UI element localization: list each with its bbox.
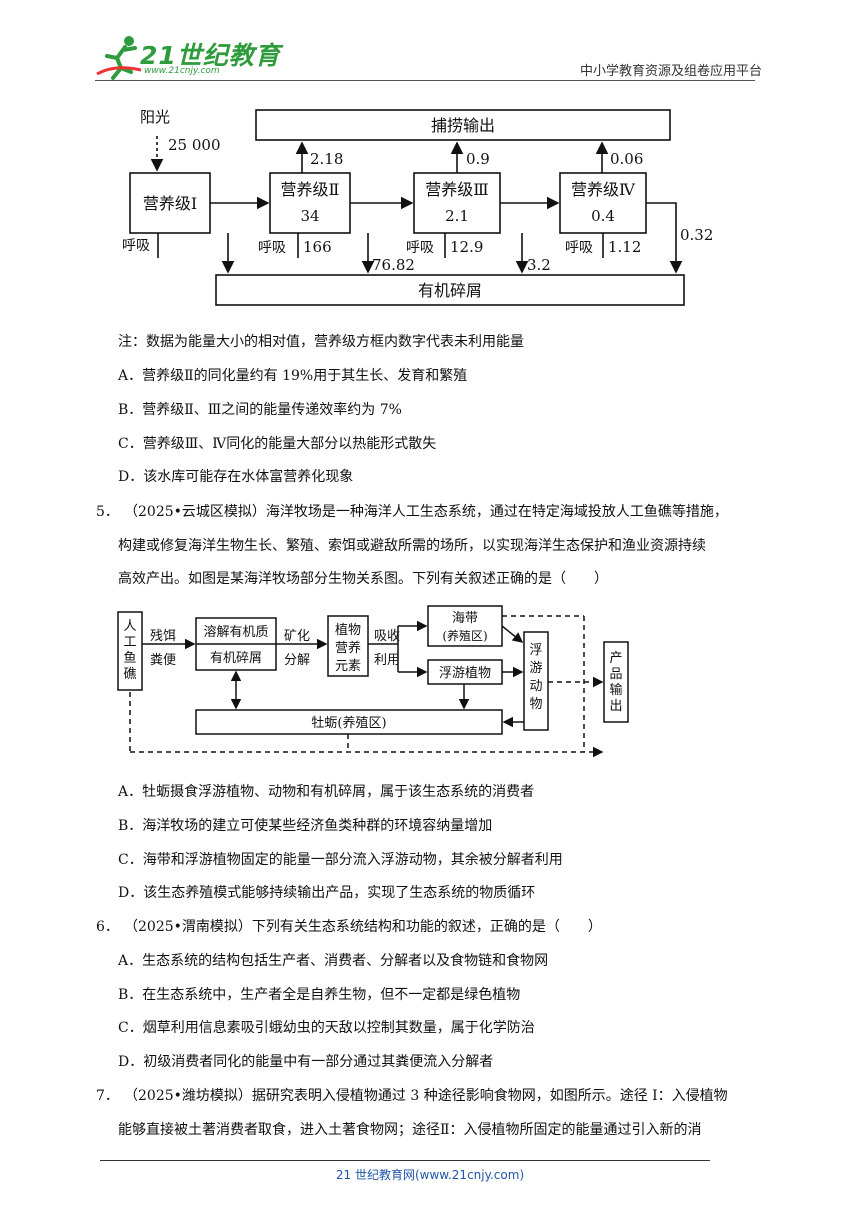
q4-option-c: C．营养级Ⅲ、Ⅳ同化的能量大部分以热能形式散失 <box>118 436 437 452</box>
feces-label: 粪便 <box>150 653 176 668</box>
q7-stem-line1: （2025•潍坊模拟）据研究表明入侵植物通过 3 种途径影响食物网，如图所示。途… <box>124 1088 728 1104</box>
q7-number: 7． <box>96 1088 119 1104</box>
harvest-box <box>255 109 671 141</box>
q6-option-d: D．初级消费者同化的能量中有一部分通过其粪便流入分解者 <box>118 1054 494 1070</box>
q4-option-b: B．营养级Ⅱ、Ⅲ之间的能量传递效率约为 7% <box>118 402 402 418</box>
q6-stem: （2025•渭南模拟）下列有关生态系统结构和功能的叙述，正确的是（ ） <box>124 919 602 935</box>
site-logo <box>95 34 265 80</box>
level-2-value: 34 <box>300 207 319 225</box>
q6-option-a: A．生态系统的结构包括生产者、消费者、分解者以及食物链和食物网 <box>118 953 549 969</box>
reef-label-4: 礁 <box>123 666 136 682</box>
harvest-value-3: 0.9 <box>466 150 490 168</box>
use-label: 利用 <box>374 653 400 668</box>
decompose-label: 分解 <box>284 653 310 668</box>
dissolved-label: 溶解有机质 <box>203 625 268 640</box>
reef-label-1: 人 <box>123 619 136 634</box>
oyster-label: 牡蛎(养殖区) <box>311 715 386 731</box>
oyster-box <box>195 709 503 735</box>
q7-stem-line2: 能够直接被土著消费者取食，进入土著食物网；途径Ⅱ：入侵植物所固定的能量通过引入新… <box>118 1122 702 1138</box>
absorb-label: 吸收 <box>374 629 400 644</box>
footer-text: 21 世纪教育网(www.21cnjy.com) <box>335 1168 525 1182</box>
level-3-name: 营养级Ⅲ <box>425 180 488 199</box>
q4-option-d: D．该水库可能存在水体富营养化现象 <box>118 469 354 485</box>
logo-text: 21世纪教育 <box>140 41 281 70</box>
harvest-value-4: 0.06 <box>610 150 643 168</box>
q5-stem-line3: 高效产出。如图是某海洋牧场部分生物关系图。下列有关叙述正确的是（ ） <box>118 571 608 587</box>
harvest-label: 捕捞输出 <box>431 116 495 135</box>
level-1-name: 营养级Ⅰ <box>143 194 197 213</box>
level-2-respiration-value: 166 <box>303 238 332 256</box>
nutrient-label-2: 营养 <box>335 640 361 656</box>
q5-stem-line2: 构建或修复海洋生物生长、繁殖、索饵或避敌所需的场所，以实现海洋生态保护和渔业资源… <box>118 538 706 554</box>
output-box <box>603 641 629 723</box>
nutrient-label-3: 元素 <box>335 659 361 674</box>
q4-option-a: A．营养级Ⅱ的同化量约有 19%用于其生长、发育和繁殖 <box>118 368 468 384</box>
detritus-label: 有机碎屑 <box>418 281 482 300</box>
output-label-4: 出 <box>609 699 622 714</box>
sunlight-label: 阳光 <box>140 108 170 126</box>
zoo-label-1: 浮 <box>529 643 542 658</box>
level-1-respiration-label: 呼吸 <box>122 238 150 254</box>
logo-url: www.21cnjy.com <box>144 66 220 76</box>
output-label-1: 产 <box>609 651 622 666</box>
q6-number: 6． <box>96 919 119 935</box>
kelp-label: 海带 <box>452 611 478 626</box>
level-2-respiration-label: 呼吸 <box>258 240 286 256</box>
level-4-name: 营养级Ⅳ <box>571 180 636 199</box>
nutrient-box <box>327 615 369 677</box>
footer-divider <box>100 1160 710 1161</box>
q5-stem-line1: （2025•云城区模拟）海洋牧场是一种海洋人工生态系统，通过在特定海域投放人工鱼… <box>124 504 728 520</box>
q5-number: 5． <box>96 504 119 520</box>
level-3-respiration-label: 呼吸 <box>406 240 434 256</box>
energy-flow-diagram: 阳光 25 000 捕捞输出 有机碎屑 营养级Ⅰ 营养级Ⅱ 34 营养级Ⅲ 2.… <box>122 108 713 306</box>
level-4-respiration-label: 呼吸 <box>565 240 593 256</box>
nutrient-label-1: 植物 <box>335 623 361 638</box>
zoo-label-3: 动 <box>529 679 542 694</box>
q5-option-d: D．该生态养殖模式能够持续输出产品，实现了生态系统的物质循环 <box>118 885 536 901</box>
runner-icon <box>96 36 142 80</box>
mineral-label: 矿化 <box>284 629 310 644</box>
level-3-respiration-value: 12.9 <box>450 238 483 256</box>
phyto-label: 浮游植物 <box>439 666 491 681</box>
organic-detritus-label: 有机碎屑 <box>210 651 262 666</box>
output-label-3: 输 <box>609 682 622 698</box>
bait-label: 残饵 <box>150 629 176 644</box>
level-4-value: 0.4 <box>591 207 615 225</box>
diagram-note: 注：数据为能量大小的相对值，营养级方框内数字代表未利用能量 <box>118 334 524 350</box>
zoo-box <box>523 631 549 731</box>
zoo-label-2: 游 <box>529 661 542 676</box>
sunlight-value: 25 000 <box>168 136 221 154</box>
q5-option-b: B．海洋牧场的建立可使某些经济鱼类种群的环境容纳量增加 <box>118 818 493 834</box>
harvest-value-2: 2.18 <box>310 150 343 168</box>
reef-label-2: 工 <box>123 635 136 650</box>
header-divider <box>95 80 755 81</box>
level-3-value: 2.1 <box>445 207 469 225</box>
detritus-box <box>215 274 685 306</box>
level-4-respiration-value: 1.12 <box>608 238 641 256</box>
q6-option-b: B．在生态系统中，生产者全是自养生物，但不一定都是绿色植物 <box>118 987 521 1003</box>
kelp-sub-label: (养殖区) <box>442 628 487 643</box>
detritus-value-2: 76.82 <box>372 256 415 274</box>
detritus-value-3: 3.2 <box>527 256 551 274</box>
q5-option-c: C．海带和浮游植物固定的能量一部分流入浮游动物，其余被分解者利用 <box>118 852 563 868</box>
detritus-value-4: 0.32 <box>680 226 713 244</box>
ocean-ranch-diagram: 人 工 鱼 礁 残饵 粪便 溶解有机质 有机碎屑 矿化 分解 植物 营养 元素 … <box>117 605 629 758</box>
reef-box <box>117 611 143 691</box>
zoo-label-4: 物 <box>529 697 542 712</box>
header-platform-text: 中小学教育资源及组卷应用平台 <box>580 64 763 79</box>
output-label-2: 品 <box>609 667 622 682</box>
q5-option-a: A．牡蛎摄食浮游植物、动物和有机碎屑，属于该生态系统的消费者 <box>118 784 535 800</box>
reef-label-3: 鱼 <box>123 650 136 666</box>
q6-option-c: C．烟草利用信息素吸引蛾幼虫的天敌以控制其数量，属于化学防治 <box>118 1020 535 1036</box>
level-2-name: 营养级Ⅱ <box>281 180 340 199</box>
